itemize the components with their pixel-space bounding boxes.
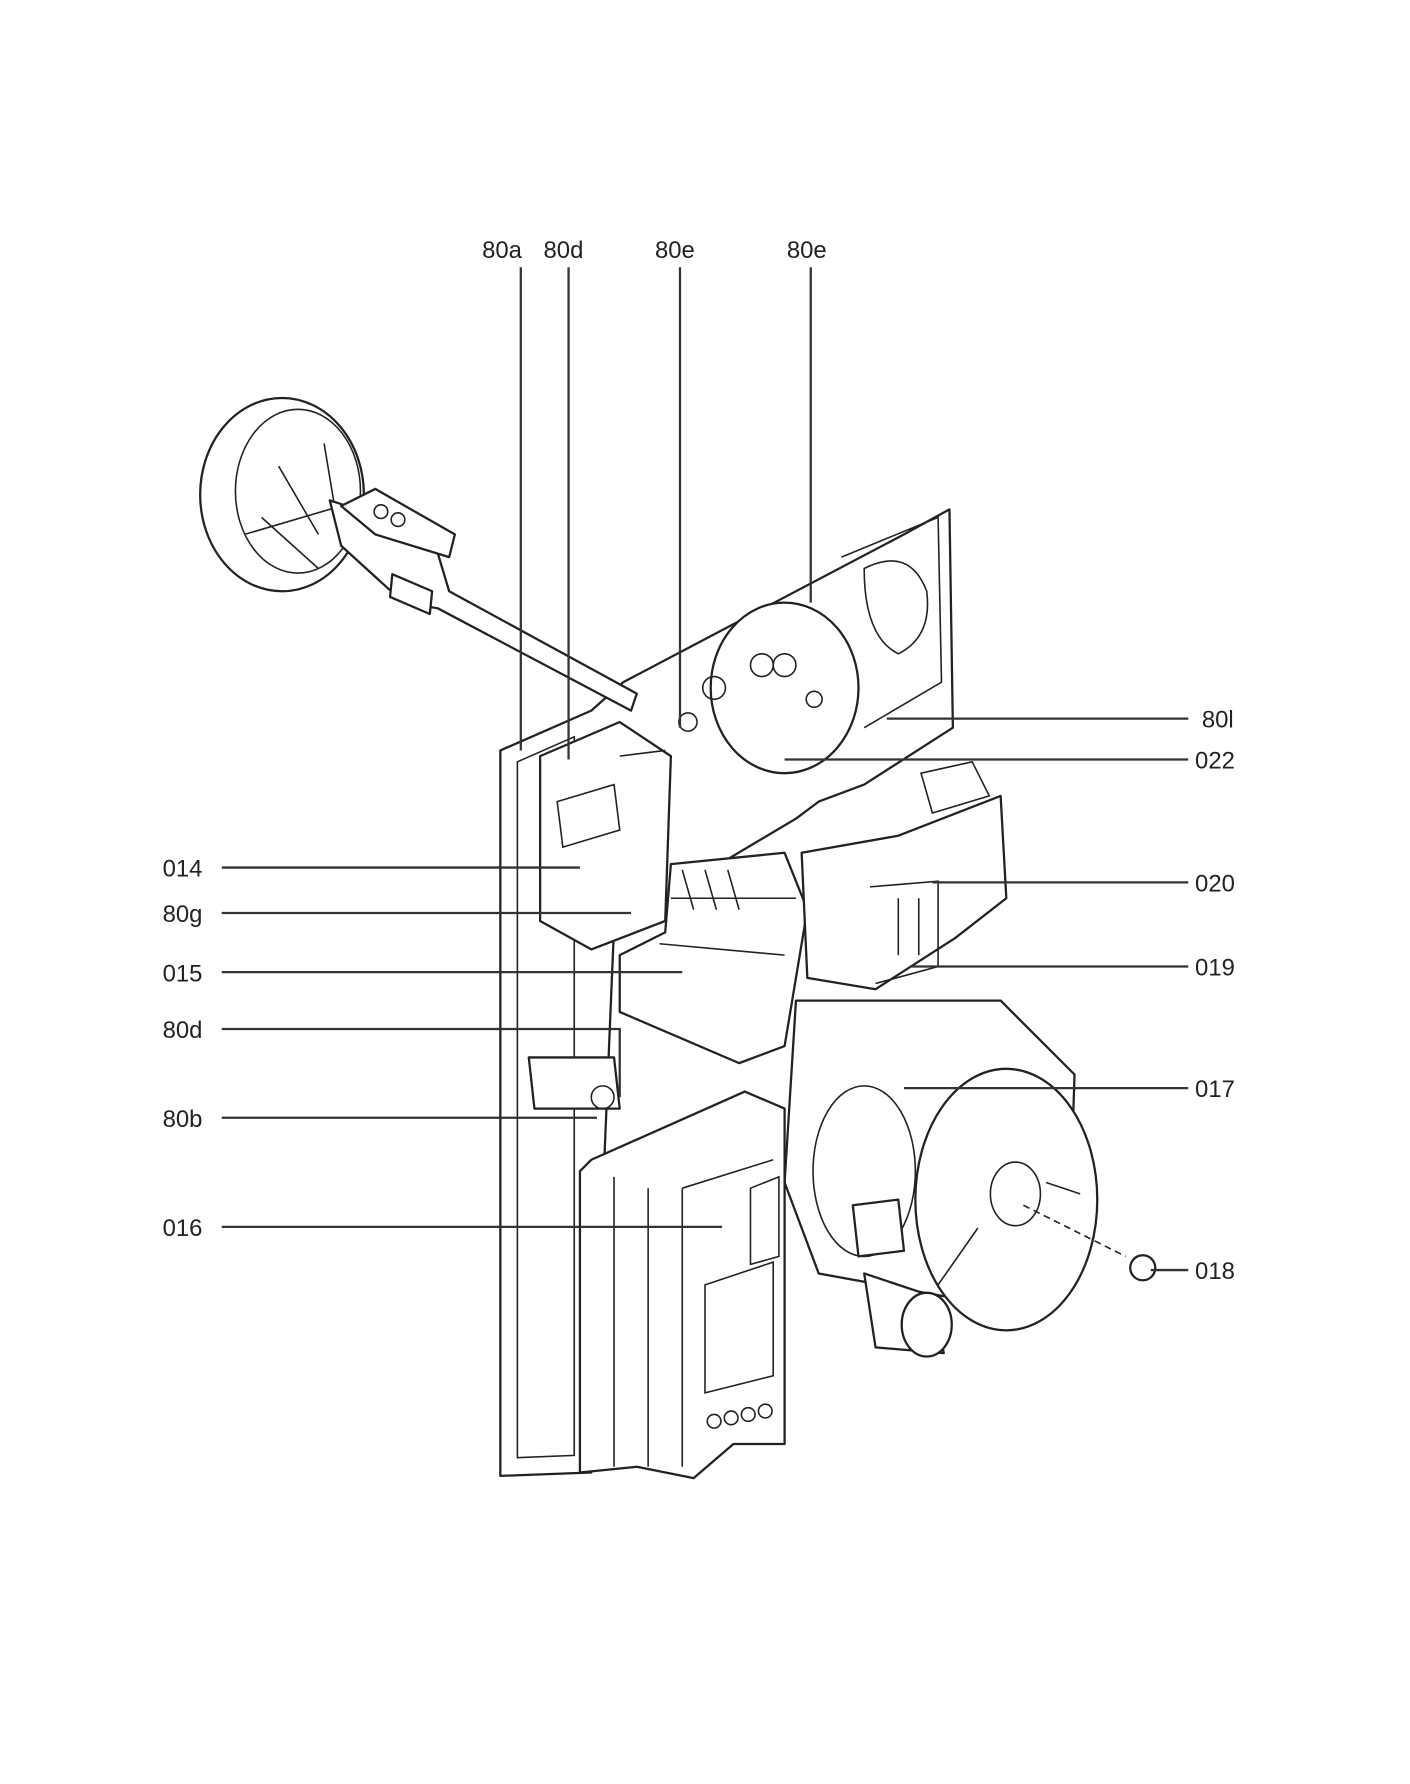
callout-80a: 80a <box>482 237 523 264</box>
fan-assembly <box>199 396 638 712</box>
callout-022: 022 <box>1195 748 1235 775</box>
assembly-drawing <box>199 396 1157 1480</box>
callout-017: 017 <box>1195 1076 1235 1103</box>
burner-plate <box>709 601 860 775</box>
callout-80g: 80g <box>163 901 203 928</box>
callout-80d-left: 80d <box>163 1017 203 1044</box>
callout-020: 020 <box>1195 870 1235 897</box>
callout-80l: 80l <box>1202 707 1234 734</box>
callouts: 80a 80d 80e 80e 80l 022 020 019 017 018 … <box>163 237 1235 1285</box>
callout-018: 018 <box>1195 1258 1235 1285</box>
fan-motor <box>783 999 1099 1358</box>
gas-valve <box>800 794 1008 991</box>
callout-019: 019 <box>1195 955 1235 982</box>
callout-014: 014 <box>163 856 203 883</box>
callout-015: 015 <box>163 960 203 987</box>
screw <box>1023 1204 1127 1258</box>
pcb-box <box>618 851 809 1065</box>
ignition-unit <box>538 720 673 951</box>
callout-80e-2: 80e <box>787 237 827 264</box>
callout-016: 016 <box>163 1215 203 1242</box>
callout-80e-1: 80e <box>655 237 695 264</box>
callout-80d-top: 80d <box>544 237 584 264</box>
leader-lines <box>221 267 1189 1272</box>
control-box <box>578 1090 786 1480</box>
callout-80b: 80b <box>163 1106 203 1133</box>
